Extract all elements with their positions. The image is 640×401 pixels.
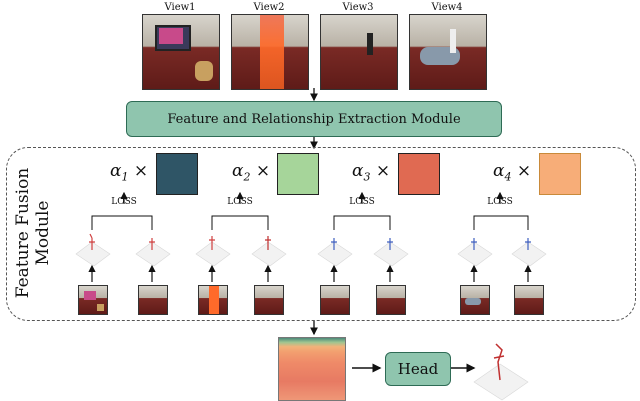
feature-swatch-4 xyxy=(539,153,581,195)
alpha-symbol: α xyxy=(232,161,244,181)
pose-plane xyxy=(135,241,171,267)
alpha-symbol: α xyxy=(493,161,505,181)
alpha-subscript: 1 xyxy=(121,170,129,184)
view-label-3: View3 xyxy=(342,2,374,13)
alpha-symbol: α xyxy=(352,161,364,181)
skeleton xyxy=(89,233,95,250)
loss-label-2: LOSS xyxy=(227,197,253,207)
alpha-label-1: α1 × xyxy=(110,161,148,183)
skeleton xyxy=(265,236,271,250)
pose-plane xyxy=(373,241,409,267)
skeleton xyxy=(331,238,337,250)
pose-plane xyxy=(457,241,493,267)
crop-thumbnail xyxy=(254,285,284,315)
skeleton xyxy=(471,238,477,250)
alpha-subscript: 3 xyxy=(363,170,371,184)
fused-feature-map xyxy=(278,337,346,401)
alpha-label-3: α3 × xyxy=(352,161,390,183)
view-label-1: View1 xyxy=(164,2,196,13)
output-pose-plane xyxy=(473,363,529,401)
times-sign: × xyxy=(516,161,532,181)
head-label: Head xyxy=(397,360,439,378)
crop-thumbnail xyxy=(78,285,108,315)
pose-plane xyxy=(251,241,287,267)
feature-swatch-3 xyxy=(398,153,440,195)
feature-swatch-1 xyxy=(156,153,198,195)
crop-thumbnail xyxy=(460,285,490,315)
pose-plane xyxy=(317,241,353,267)
alpha-subscript: 4 xyxy=(504,170,512,184)
loss-label-3: LOSS xyxy=(349,197,375,207)
view-label-4: View4 xyxy=(431,2,463,13)
fusion-module-frame xyxy=(6,147,636,321)
crop-thumbnail xyxy=(138,285,168,315)
crop-thumbnail xyxy=(320,285,350,315)
crop-thumbnail xyxy=(198,285,228,315)
loss-label-1: LOSS xyxy=(111,197,137,207)
crop-thumbnail xyxy=(514,285,544,315)
view-image-3 xyxy=(320,14,398,90)
times-sign: × xyxy=(133,161,149,181)
feature-swatch-2 xyxy=(277,153,319,195)
output-skeleton xyxy=(493,343,505,381)
view-label-2: View2 xyxy=(253,2,285,13)
alpha-subscript: 2 xyxy=(243,170,251,184)
head-box: Head xyxy=(385,352,451,386)
extraction-module-label: Feature and Relationship Extraction Modu… xyxy=(167,111,461,127)
alpha-label-4: α4 × xyxy=(493,161,531,183)
times-sign: × xyxy=(375,161,391,181)
view-image-4 xyxy=(409,14,487,90)
view-image-1 xyxy=(142,14,220,90)
skeleton xyxy=(149,238,155,250)
alpha-symbol: α xyxy=(110,161,122,181)
pose-plane xyxy=(511,241,547,267)
extraction-module-box: Feature and Relationship Extraction Modu… xyxy=(126,101,502,137)
times-sign: × xyxy=(255,161,271,181)
skeleton xyxy=(525,238,531,250)
pose-plane xyxy=(75,241,111,267)
skeleton xyxy=(387,238,393,250)
alpha-label-2: α2 × xyxy=(232,161,270,183)
loss-label-4: LOSS xyxy=(487,197,513,207)
crop-thumbnail xyxy=(376,285,406,315)
pose-plane xyxy=(195,241,231,267)
skeleton xyxy=(209,236,215,250)
view-image-2 xyxy=(231,14,309,90)
